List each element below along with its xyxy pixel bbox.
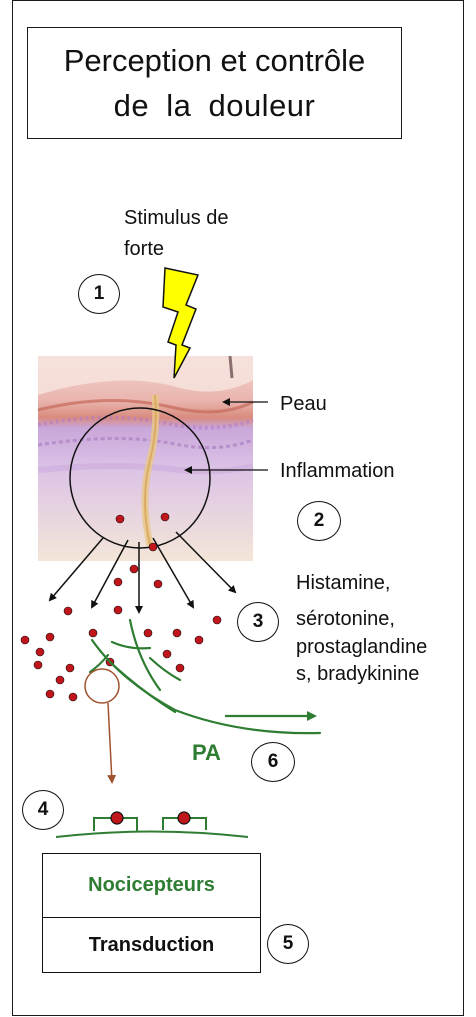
- pa-label: PA: [192, 740, 221, 766]
- mediator-label-3: prostaglandine: [296, 634, 427, 660]
- step-2-badge: 2: [297, 501, 341, 541]
- inflammation-label: Inflammation: [280, 458, 395, 484]
- peau-label: Peau: [280, 391, 327, 417]
- stimulus-label-line-2: forte: [124, 236, 164, 262]
- receptor-membrane: [56, 818, 248, 837]
- step-5-badge: 5: [267, 924, 309, 964]
- mediator-label-1: Histamine,: [296, 570, 390, 596]
- nocicepteurs-box: Nocicepteurs: [42, 853, 261, 918]
- stimulus-label-line-1: Stimulus de: [124, 205, 229, 231]
- mediator-label-2: sérotonine,: [296, 606, 395, 632]
- skin-tissue-illustration: [38, 356, 253, 561]
- zoom-arrow: [108, 703, 112, 782]
- step-3-badge: 3: [237, 602, 279, 642]
- step-4-badge: 4: [22, 790, 64, 830]
- transduction-box: Transduction: [42, 917, 261, 973]
- receptor-zoom-circle: [85, 669, 119, 703]
- step-1-badge: 1: [78, 274, 120, 314]
- step-6-badge: 6: [251, 742, 295, 782]
- mediator-dots: [21, 565, 221, 701]
- receptor-ligands: [111, 812, 190, 824]
- mediator-label-4: s, bradykinine: [296, 661, 419, 687]
